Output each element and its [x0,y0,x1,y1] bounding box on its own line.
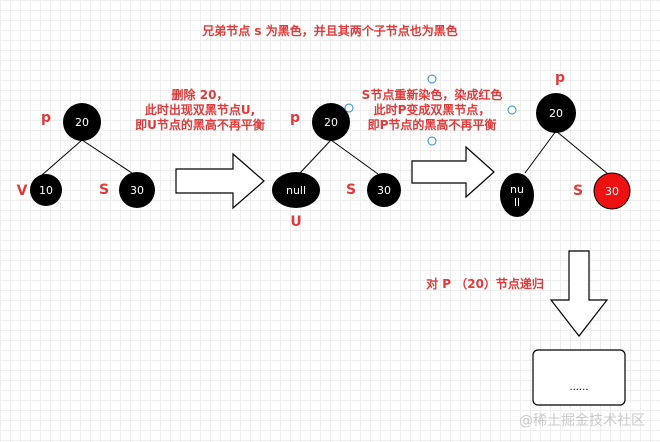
node-null-stage3-line-2: ll [514,196,520,209]
note-2-line-2: 此时P变成双黑节点， [374,102,491,117]
node-s-stage1 [119,172,155,208]
node-s-stage2-value: 30 [377,184,391,197]
arrow-right-2 [411,145,495,199]
handle-dot [344,103,354,113]
stage-3-tree: 20 p nu ll 30 S [500,70,631,217]
node-s-stage3-value: 30 [605,185,619,198]
node-s-stage2 [367,173,401,207]
label-v-stage1: V [17,183,28,199]
node-null-stage3-line-1: nu [510,183,524,196]
stage-2-tree: 20 p null U 30 S [272,103,401,230]
note-2: S节点重新染色，染成红色 此时P变成双黑节点， 即P节点的黑高不再平衡 [362,74,517,146]
node-u-stage2-value: null [286,184,306,197]
label-p-stage1: p [41,110,51,126]
edge-p-u [299,139,332,174]
label-p-stage3: p [555,70,565,86]
diagram-title: 兄弟节点 s 为黑色，并且其两个子节点也为黑色 [201,23,458,38]
node-p-stage1 [63,103,101,141]
edge-p-s [81,139,136,176]
label-p-stage2: p [290,110,300,126]
node-s-stage3-red [593,172,631,210]
handle-dot [507,105,517,115]
note-2-line-3: 即P节点的黑高不再平衡 [368,117,497,132]
handle-dot [427,136,437,146]
edge-p-s2 [330,139,379,175]
node-p-stage3 [536,93,576,133]
label-s-stage3: S [573,183,583,199]
label-s-stage2: S [346,182,356,198]
node-null-stage3 [500,173,534,217]
result-box [532,349,626,406]
node-v-stage1 [30,174,62,206]
node-p-stage2-value: 20 [324,116,338,129]
node-u-stage2 [272,172,320,208]
edge-p-v [41,139,83,176]
stage-1-tree: 20 p 10 V 30 S [17,103,155,208]
label-u-stage2: U [290,214,301,230]
node-s-stage1-value: 30 [130,184,144,197]
result-box-text: ...... [569,382,588,393]
edge-p-null3 [524,130,557,174]
arrow-right-1 [175,152,265,210]
edge-p-s3 [555,130,609,175]
note-1-line-1: 删除 20， [172,87,229,102]
arrow-down [549,250,609,337]
label-s-stage1: S [99,182,109,198]
node-p-stage3-value: 20 [549,107,563,120]
node-v-stage1-value: 10 [39,184,53,197]
node-p-stage1-value: 20 [75,116,89,129]
recurse-label: 对 P （20）节点递归 [426,276,544,291]
watermark: @稀土掘金技术社区 [519,413,645,429]
node-p-stage2 [312,103,350,141]
handle-dot [427,74,437,84]
note-2-line-1: S节点重新染色，染成红色 [362,87,503,102]
note-1: 删除 20， 此时出现双黑节点U, 即U节点的黑高不再平衡 [135,87,265,132]
note-1-line-3: 即U节点的黑高不再平衡 [135,117,265,132]
note-1-line-2: 此时出现双黑节点U, [145,102,255,117]
